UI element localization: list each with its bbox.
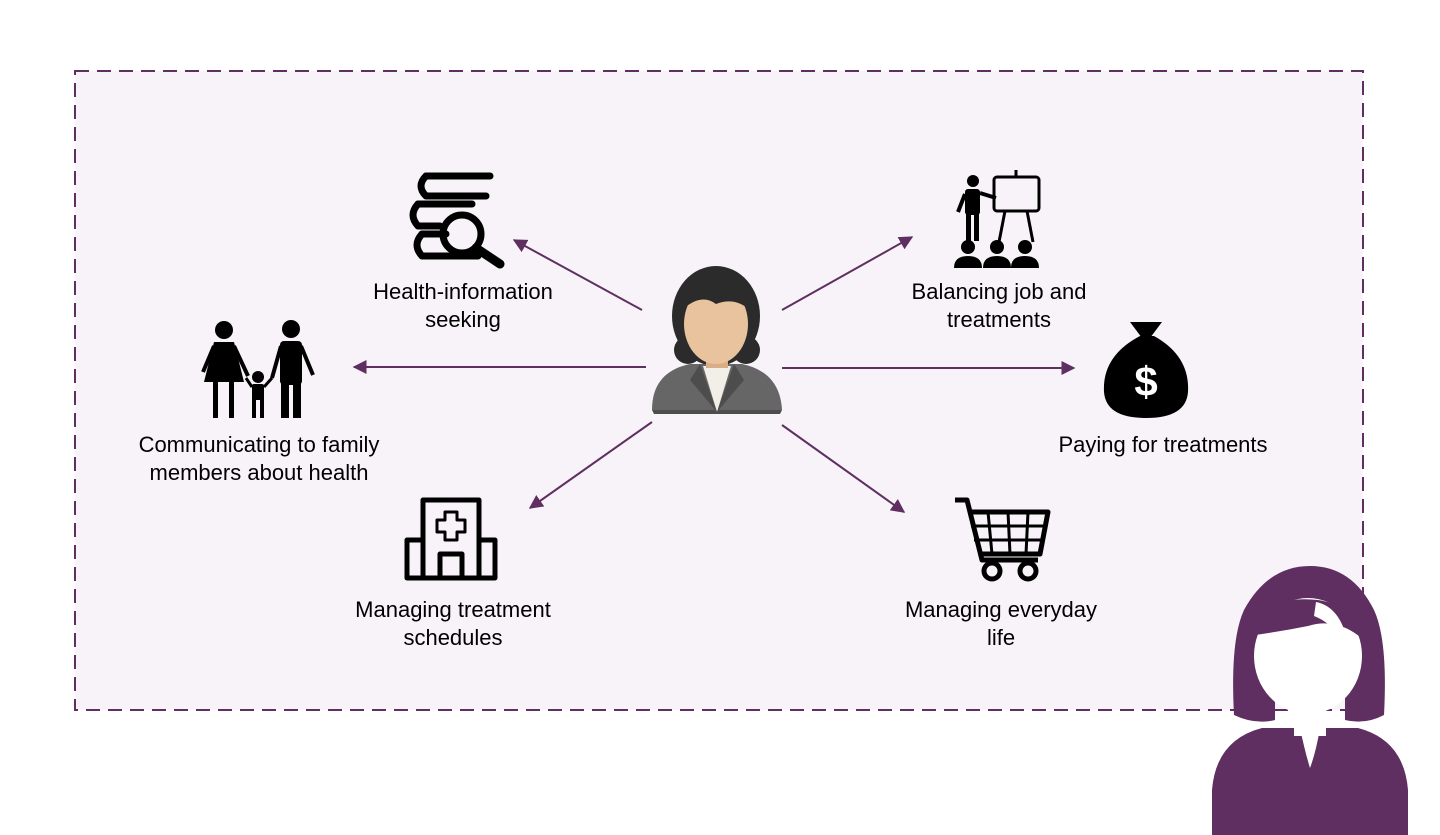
hospital-icon (404, 497, 498, 581)
arrow-to-balancing-job (781, 236, 914, 311)
label-schedules: Managing treatment schedules (355, 597, 551, 650)
svg-text:$: $ (1134, 358, 1157, 405)
businesswoman-avatar-icon (652, 266, 782, 414)
label-health-info: Health-information seeking (373, 279, 553, 332)
label-everyday: Managing everyday life (904, 597, 1097, 650)
shopping-cart-icon (955, 497, 1051, 582)
arrow-to-health-info (512, 239, 643, 311)
arrows (352, 236, 1076, 513)
family-icon (201, 320, 315, 418)
woman-silhouette-icon (1212, 566, 1408, 835)
label-family: Communicating to family members about he… (138, 432, 380, 485)
arrow-to-schedules (528, 421, 653, 509)
money-bag-icon: $ (1103, 322, 1189, 418)
label-balancing-job: Balancing job and treatments (911, 279, 1087, 332)
label-paying: Paying for treatments (1058, 432, 1268, 457)
presentation-audience-icon (954, 170, 1041, 268)
books-magnifier-icon (409, 172, 505, 269)
arrow-to-everyday (781, 424, 906, 513)
